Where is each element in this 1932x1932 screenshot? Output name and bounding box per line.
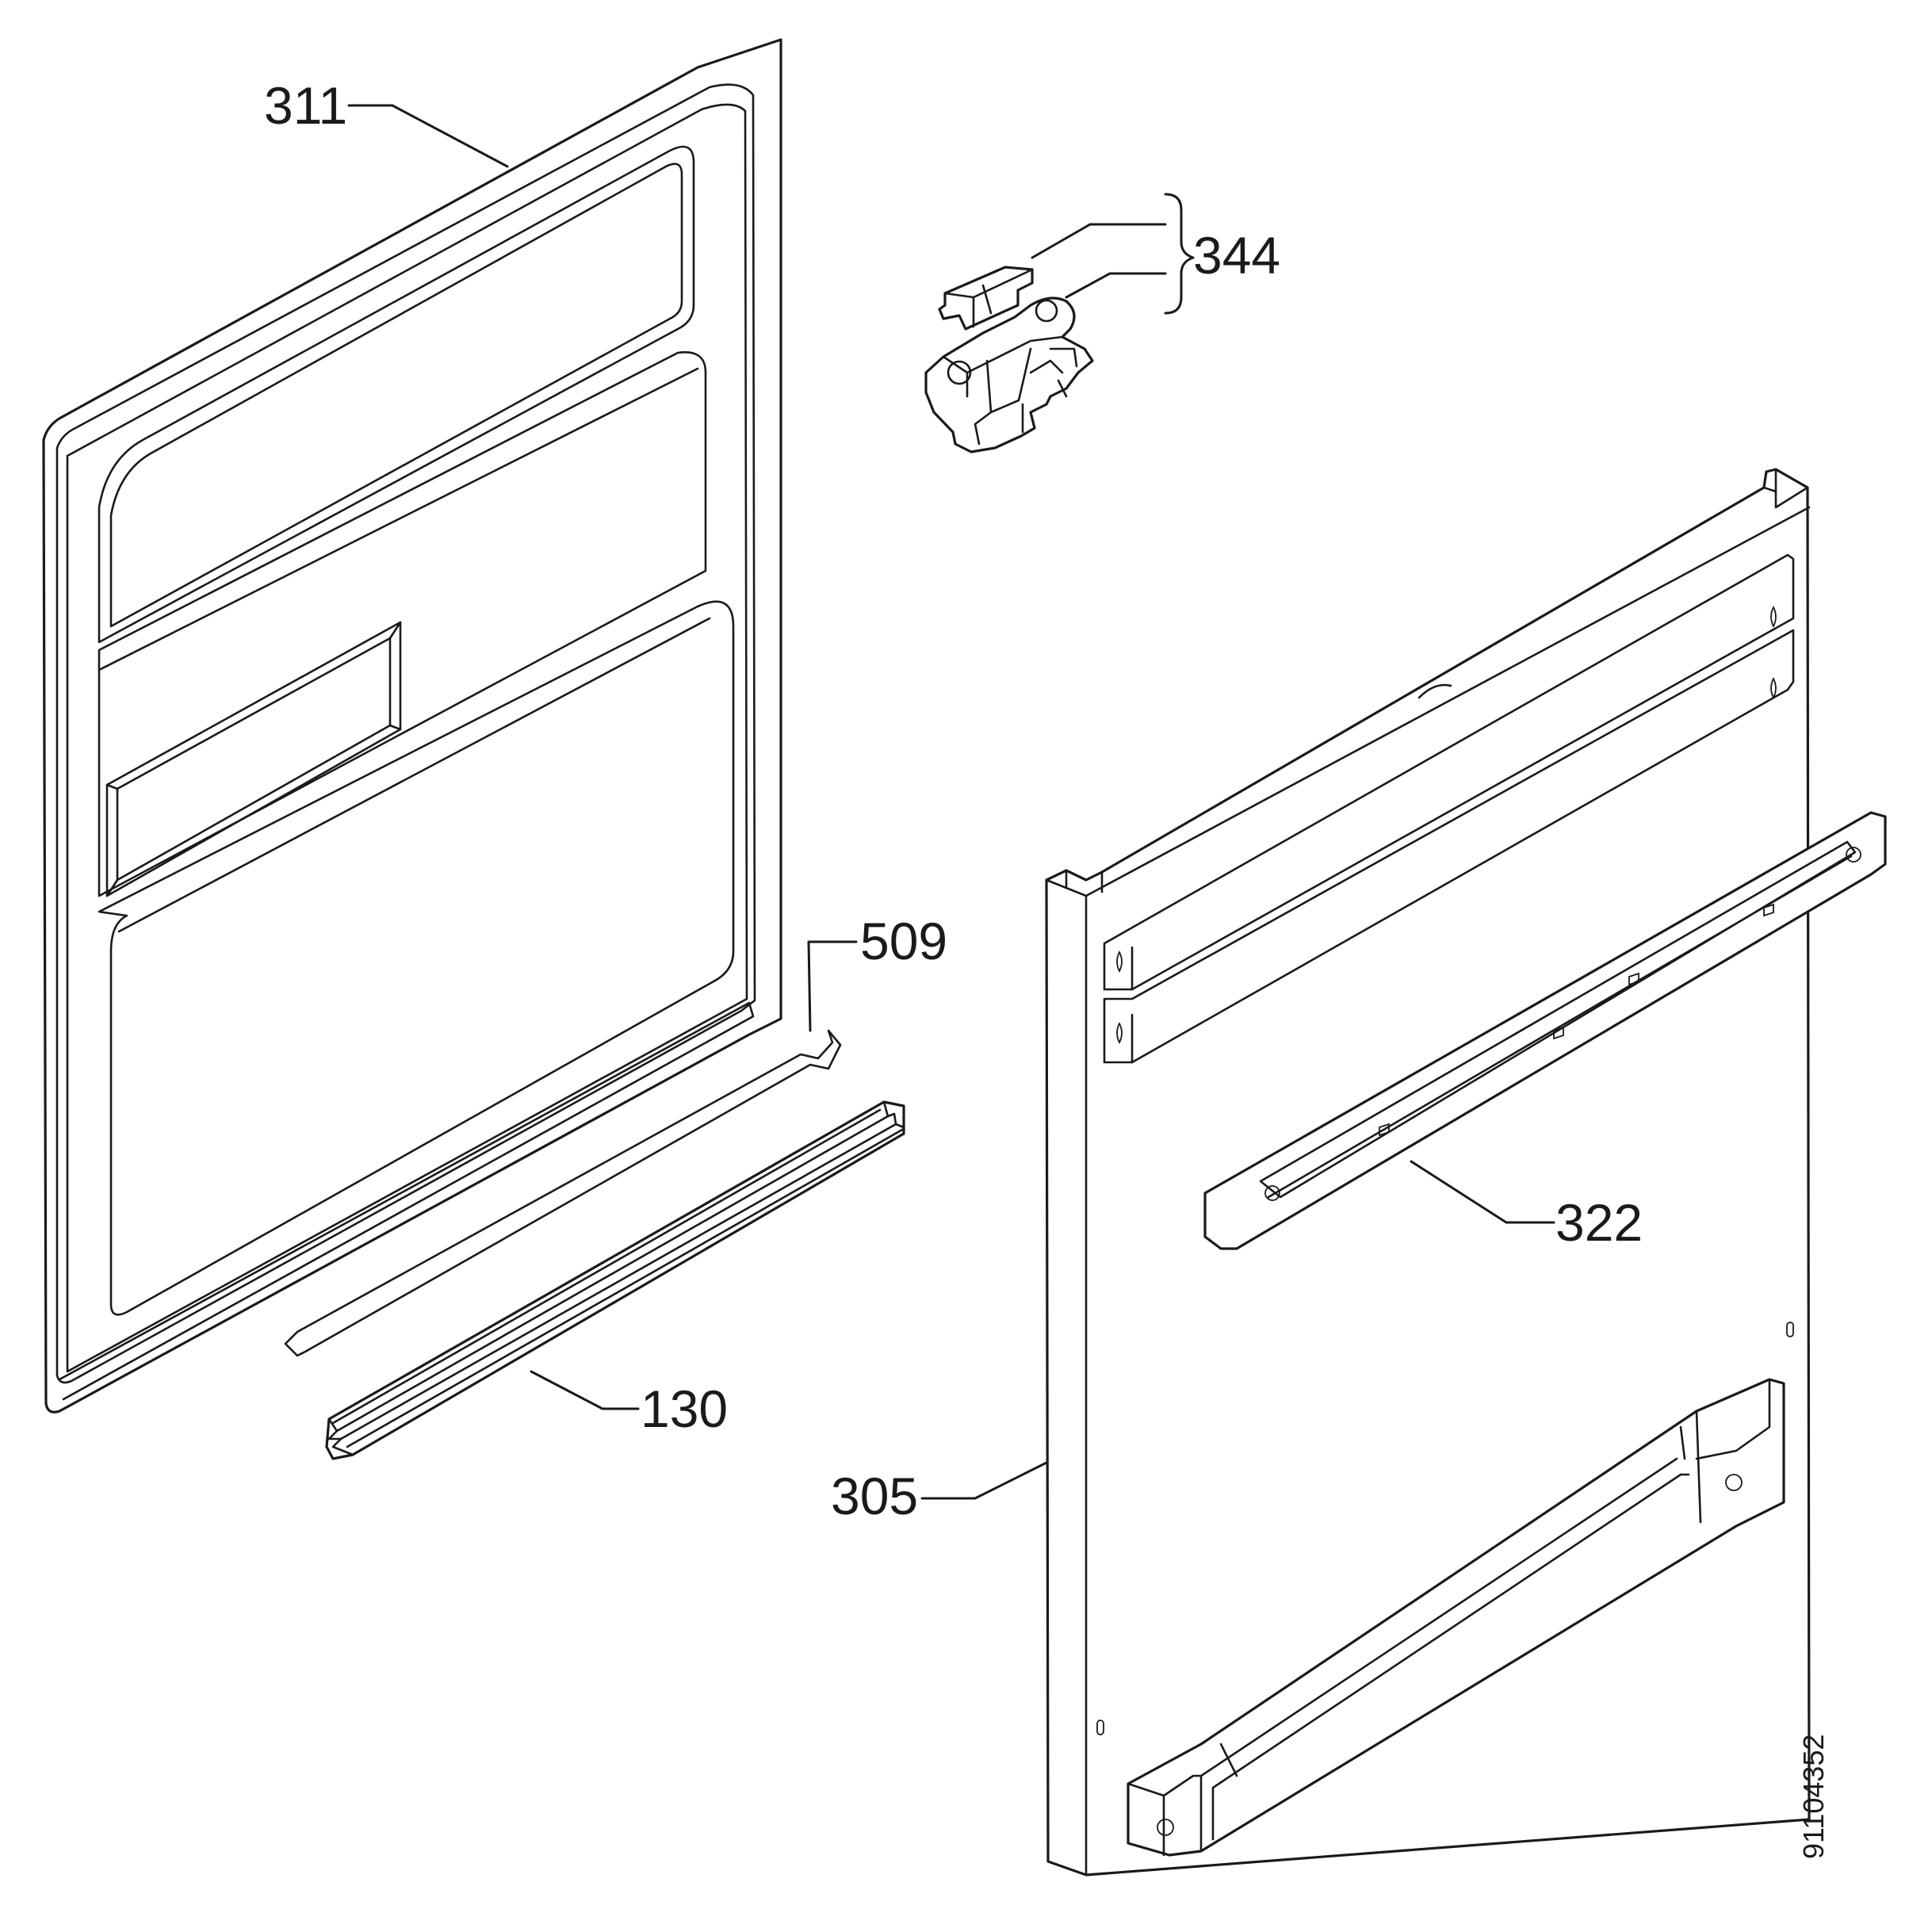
leader-509 bbox=[807, 940, 858, 1032]
callout-344: 344 bbox=[1193, 226, 1280, 285]
brace-344 bbox=[1164, 193, 1195, 315]
callout-322: 322 bbox=[1555, 1193, 1643, 1252]
callout-130: 130 bbox=[641, 1379, 728, 1438]
leader-lines bbox=[347, 104, 1555, 1500]
drawing-number: 91104352 bbox=[1797, 1735, 1830, 1860]
hinge-spring-rod-509 bbox=[284, 1029, 842, 1357]
leader-344-lower bbox=[1065, 272, 1167, 299]
callout-labels: 311 344 509 130 305 322 91104352 bbox=[264, 76, 1830, 1859]
door-outer-panel-305 bbox=[1045, 468, 1811, 1877]
door-seal-130 bbox=[325, 1100, 905, 1460]
leader-130 bbox=[530, 1370, 640, 1410]
leader-344-upper bbox=[1031, 223, 1167, 259]
callout-311: 311 bbox=[264, 76, 347, 135]
leader-322 bbox=[1410, 1160, 1555, 1224]
leader-305 bbox=[920, 1461, 1048, 1500]
leader-311 bbox=[347, 104, 509, 168]
callout-305: 305 bbox=[831, 1467, 918, 1525]
lock-assembly-344 bbox=[924, 266, 1094, 453]
door-inner-panel-311 bbox=[42, 38, 782, 1414]
callout-509: 509 bbox=[860, 912, 947, 970]
handle-rail-322 bbox=[1203, 811, 1887, 1250]
